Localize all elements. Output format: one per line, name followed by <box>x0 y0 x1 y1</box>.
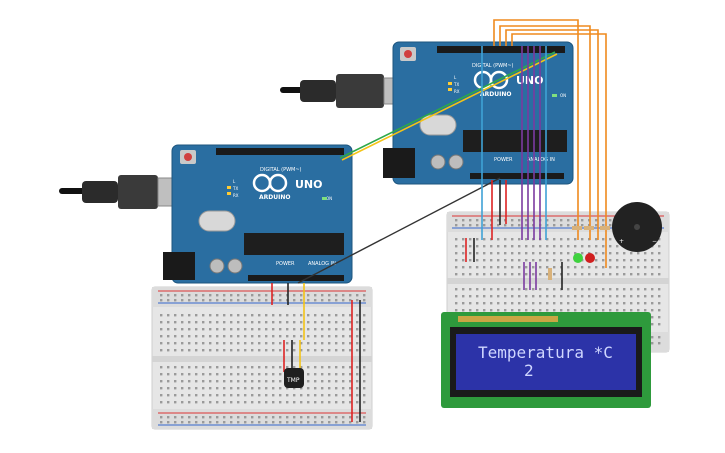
l-label: L <box>233 179 236 184</box>
svg-text:+: + <box>619 238 624 245</box>
piezo-buzzer: + − <box>612 202 662 252</box>
tx-label: TX <box>232 186 238 191</box>
sensor-label: TMP <box>286 377 300 384</box>
lcd-module: Temperatura *C 2 <box>441 312 651 408</box>
temperature-sensor: TMP <box>284 368 304 388</box>
lcd-line-1: Temperatura *C <box>478 343 613 362</box>
analog-label: ANALOG IN <box>527 157 555 163</box>
green-led <box>573 253 583 263</box>
atmega-chip <box>244 233 344 255</box>
lcd-line-2: 2 <box>524 361 534 380</box>
l-label: L <box>454 75 457 80</box>
arduino-bottom: DIGITAL (PWM~) ARDUINO UNO TX RX L ON PO… <box>163 144 353 284</box>
usb-cable-bottom <box>59 175 187 209</box>
wires <box>271 19 607 422</box>
arduino-brand: ARDUINO <box>480 91 511 98</box>
on-label: ON <box>326 196 332 201</box>
arduino-top: DIGITAL (PWM~) ARDUINO UNO TX RX L ON PO… <box>383 41 574 185</box>
rx-label: RX <box>454 89 460 94</box>
leds <box>573 253 595 263</box>
digital-header-label: DIGITAL (PWM~) <box>472 63 514 69</box>
svg-text:−: − <box>652 238 657 245</box>
arduino-model: UNO <box>295 178 323 191</box>
atmega-chip <box>463 130 567 152</box>
tx-label: TX <box>453 82 459 87</box>
breadboard-left <box>151 286 373 430</box>
digital-header-label: DIGITAL (PWM~) <box>260 167 302 173</box>
power-label: POWER <box>276 261 295 267</box>
arduino-model: UNO <box>516 74 544 87</box>
arduino-brand: ARDUINO <box>259 194 290 201</box>
red-led <box>585 253 595 263</box>
resistors <box>548 226 610 280</box>
rx-label: RX <box>233 193 239 198</box>
on-label: ON <box>560 93 566 98</box>
analog-label: ANALOG IN <box>308 261 336 267</box>
power-label: POWER <box>494 157 513 163</box>
breadboard-left-holes <box>160 294 366 424</box>
